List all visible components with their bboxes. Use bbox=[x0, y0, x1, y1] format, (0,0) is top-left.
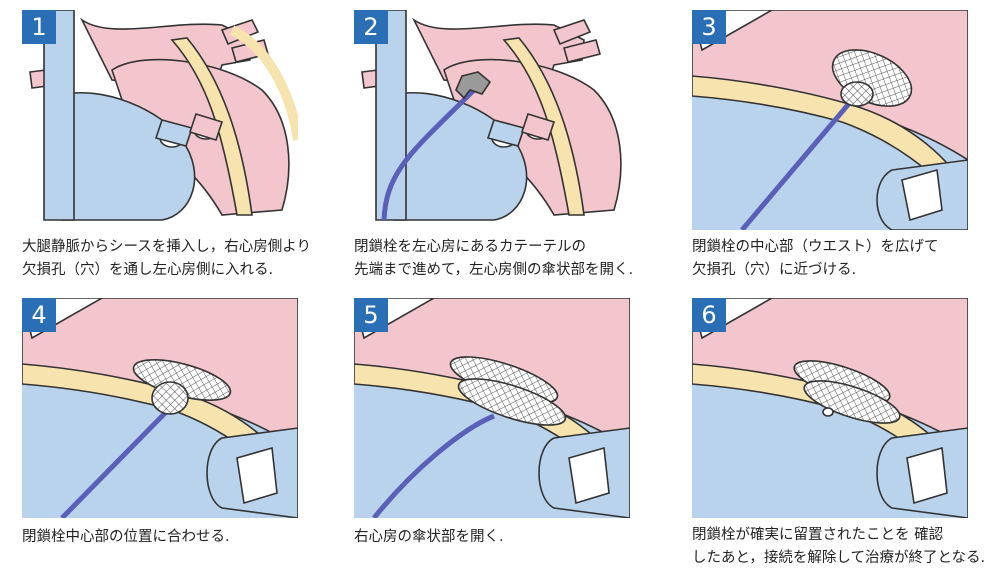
occluder-right-disc bbox=[457, 378, 567, 426]
caption-line: 先端まで進めて，左心房側の傘状部を開く. bbox=[354, 262, 634, 278]
catheter bbox=[740, 98, 854, 230]
closeup-illustration-step6 bbox=[692, 298, 968, 518]
caption-line: 大腿静脈からシースを挿入し，右心房側より bbox=[22, 239, 311, 255]
step-caption: 閉鎖栓を左心房にあるカテーテルの 先端まで進めて，左心房側の傘状部を開く. bbox=[354, 236, 633, 282]
step-number-badge: 4 bbox=[22, 298, 56, 332]
heart-illustration-step2 bbox=[361, 10, 622, 221]
caption-line: 閉鎖栓を左心房にあるカテーテルの bbox=[354, 239, 586, 255]
occluder-hub bbox=[822, 407, 834, 417]
step-panel-4: 4 閉鎖栓中心部の位置に合わせる. bbox=[22, 298, 322, 568]
caption-line: 閉鎖栓の中心部（ウエスト）を広げて bbox=[692, 239, 939, 255]
catheter bbox=[381, 88, 476, 221]
closeup-illustration-step4 bbox=[22, 298, 298, 518]
caption-line: 欠損孔（穴）を通し左心房側に入れる. bbox=[22, 262, 274, 278]
step-number-badge: 3 bbox=[692, 10, 726, 44]
step-caption: 右心房の傘状部を開く. bbox=[354, 526, 504, 549]
step-panel-5: 5 右心房の傘状部を開く. bbox=[354, 298, 654, 568]
heart-illustration-step1 bbox=[29, 10, 298, 221]
step-panel-6: 6 閉鎖栓が確実に留置されたことを 確認 したあと，接続を解除して治療が終了とな… bbox=[692, 298, 1002, 573]
step-number-badge: 6 bbox=[692, 298, 726, 332]
occluder-device bbox=[455, 71, 492, 100]
catheter bbox=[372, 413, 495, 518]
caption-line: 閉鎖栓中心部の位置に合わせる. bbox=[22, 529, 230, 545]
caption-line: 欠損孔（穴）に近づける. bbox=[692, 262, 857, 278]
step-number-badge: 1 bbox=[22, 10, 56, 44]
step-number-badge: 5 bbox=[354, 298, 388, 332]
step-caption: 閉鎖栓中心部の位置に合わせる. bbox=[22, 526, 230, 549]
step-panel-2: 2 閉鎖栓を左心房にあるカテーテルの 先端まで進めて，左心房側の傘状部を開く. bbox=[354, 10, 654, 290]
caption-line: したあと，接続を解除して治療が終了となる. bbox=[692, 550, 986, 566]
occluder-waist bbox=[840, 81, 874, 107]
closeup-illustration-step3 bbox=[692, 10, 968, 230]
occluder-right-disc bbox=[803, 380, 901, 424]
step-panel-3: 3 閉鎖栓の中心部（ウエスト）を広げて 欠損孔（穴）に近づける. bbox=[692, 10, 992, 290]
step-caption: 閉鎖栓が確実に留置されたことを 確認 したあと，接続を解除して治療が終了となる. bbox=[692, 524, 985, 570]
catheter bbox=[60, 404, 174, 518]
step-number-badge: 2 bbox=[354, 10, 388, 44]
step-panel-1: 1 大腿静脈からシースを挿入し，右心房側より 欠損孔（穴）を通し左心房側に入れる… bbox=[22, 10, 311, 290]
step-caption: 大腿静脈からシースを挿入し，右心房側より 欠損孔（穴）を通し左心房側に入れる. bbox=[22, 236, 311, 282]
closeup-illustration-step5 bbox=[354, 298, 630, 518]
step-caption: 閉鎖栓の中心部（ウエスト）を広げて 欠損孔（穴）に近づける. bbox=[692, 236, 939, 282]
occluder-waist bbox=[151, 381, 189, 415]
caption-line: 閉鎖栓が確実に留置されたことを 確認 bbox=[692, 527, 944, 543]
caption-line: 右心房の傘状部を開く. bbox=[354, 529, 504, 545]
